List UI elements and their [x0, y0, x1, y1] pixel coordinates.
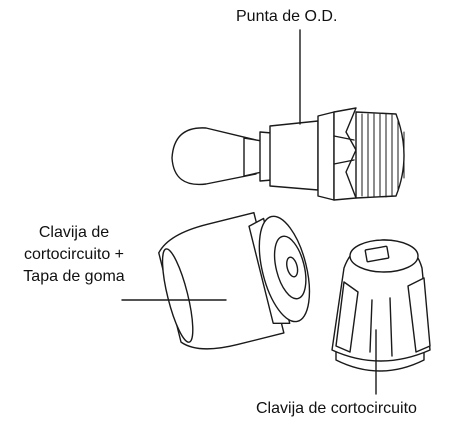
- od-tip-stem: [269, 120, 319, 191]
- od-tip-fin-line: [333, 159, 355, 165]
- rubber-cap-end: [161, 248, 194, 343]
- od-tip-knurl-marks: [361, 113, 405, 198]
- short-plug-rubber-cap-label-line: Tapa de goma: [23, 268, 125, 285]
- od-tip-label: Punta de O.D.: [236, 8, 338, 25]
- short-plug-rubber-cap-label: Clavija de cortocircuito + Tapa de goma: [6, 222, 142, 288]
- short-plug-center-hole: [286, 256, 299, 278]
- short-plug-label: Clavija de cortocircuito: [256, 400, 417, 417]
- short-plug-rubber-cap-label-line: Clavija de: [38, 224, 110, 241]
- short-plug-part: [331, 239, 431, 372]
- od-tip-collar: [317, 111, 335, 201]
- short-plug-rubber-cap-label-line: cortocircuito +: [23, 246, 125, 263]
- short-plug-wing-right: [407, 277, 431, 353]
- od-tip-fins: [333, 107, 357, 201]
- od-tip-probe: [171, 127, 257, 186]
- short-plug-wing-left: [335, 281, 359, 353]
- short-plug-groove: [389, 297, 393, 357]
- short-plug-groove: [369, 299, 373, 353]
- short-plug-rubber-cap-part: [158, 211, 311, 350]
- od-tip-fin-line: [333, 135, 355, 141]
- short-plug-top-slot: [364, 245, 390, 263]
- od-tip-part: [171, 107, 405, 201]
